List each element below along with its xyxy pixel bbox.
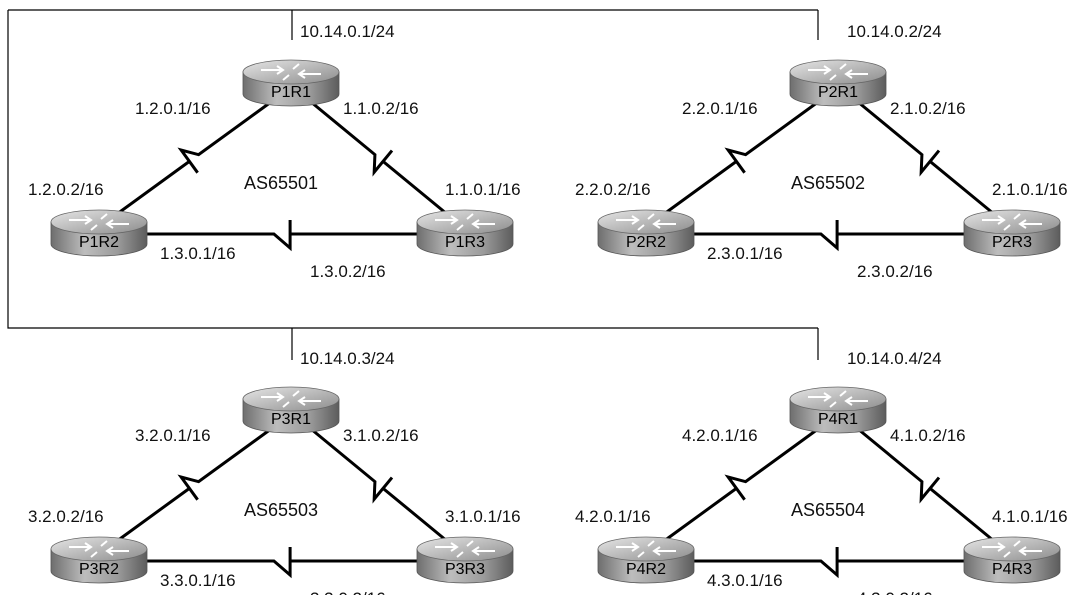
ip-label-r2-r1: 1.2.0.2/16 — [28, 180, 104, 199]
as-number-label: AS65504 — [791, 500, 865, 520]
router-arrows-icon — [435, 540, 495, 558]
router-arrows-icon — [261, 390, 321, 408]
serial-link-r1-r3 — [310, 427, 448, 543]
router-r1: P3R1 — [242, 386, 340, 434]
router-r3: P3R3 — [416, 536, 514, 584]
router-r2: P3R2 — [50, 536, 148, 584]
serial-link-r2-r3 — [694, 547, 964, 579]
router-top — [789, 386, 887, 412]
router-label: P1R1 — [271, 84, 311, 101]
router-top — [597, 536, 695, 562]
router-label: P4R1 — [818, 411, 858, 428]
ip-label-r2-r3: 2.3.0.1/16 — [707, 244, 783, 263]
router-arrows-icon — [982, 540, 1042, 558]
ethernet-ip-label: 10.14.0.3/24 — [300, 349, 395, 368]
as-number-label: AS65501 — [244, 173, 318, 193]
router-top — [789, 59, 887, 85]
router-r3: P2R3 — [963, 209, 1061, 257]
router-arrows-icon — [808, 63, 868, 81]
router-label: P2R3 — [992, 234, 1032, 251]
router-r3: P4R3 — [963, 536, 1061, 584]
router-top — [416, 536, 514, 562]
router-arrows-icon — [69, 540, 129, 558]
ethernet-segment — [7, 9, 819, 360]
ip-label-r1-r3: 1.1.0.2/16 — [343, 99, 419, 118]
ip-label-r3-r1: 3.1.0.1/16 — [445, 507, 521, 526]
router-r2: P2R2 — [597, 209, 695, 257]
ip-label-r2-r3: 1.3.0.1/16 — [160, 244, 236, 263]
router-r1: P2R1 — [789, 59, 887, 107]
router-label: P4R2 — [626, 561, 666, 578]
router-label: P3R3 — [445, 561, 485, 578]
router-top — [242, 386, 340, 412]
router-label: P3R2 — [79, 561, 119, 578]
router-arrows-icon — [69, 213, 129, 231]
router-top — [963, 536, 1061, 562]
as-number-label: AS65503 — [244, 500, 318, 520]
router-r1: P1R1 — [242, 59, 340, 107]
router-arrows-icon — [435, 213, 495, 231]
serial-link-r2-r3 — [147, 220, 417, 252]
router-top — [416, 209, 514, 235]
ip-label-r3-r2: 2.3.0.2/16 — [857, 262, 933, 281]
router-r2: P1R2 — [50, 209, 148, 257]
ip-label-r1-r2: 1.2.0.1/16 — [135, 99, 211, 118]
ip-label-r1-r2: 2.2.0.1/16 — [682, 99, 758, 118]
router-top — [50, 209, 148, 235]
serial-link-r1-r3 — [310, 100, 448, 216]
ip-label-r2-r1: 4.2.0.1/16 — [575, 507, 651, 526]
serial-link-r1-r2 — [116, 427, 272, 543]
router-top — [50, 536, 148, 562]
serial-link-r1-r2 — [663, 100, 819, 216]
ethernet-ip-label: 10.14.0.4/24 — [847, 349, 942, 368]
ip-label-r1-r2: 4.2.0.1/16 — [682, 426, 758, 445]
ip-label-r1-r3: 3.1.0.2/16 — [343, 426, 419, 445]
ip-label-r1-r3: 2.1.0.2/16 — [890, 99, 966, 118]
router-label: P1R3 — [445, 234, 485, 251]
ethernet-ip-label: 10.14.0.1/24 — [300, 22, 395, 41]
ip-label-r2-r3: 3.3.0.1/16 — [160, 571, 236, 590]
ethernet-ip-label: 10.14.0.2/24 — [847, 22, 942, 41]
router-top — [963, 209, 1061, 235]
as-number-label: AS65502 — [791, 173, 865, 193]
router-r1: P4R1 — [789, 386, 887, 434]
router-label: P2R2 — [626, 234, 666, 251]
ip-label-r2-r1: 3.2.0.2/16 — [28, 507, 104, 526]
ip-label-r3-r2: 3.3.0.2/16 — [310, 589, 386, 595]
router-r3: P1R3 — [416, 209, 514, 257]
router-arrows-icon — [261, 63, 321, 81]
router-label: P4R3 — [992, 561, 1032, 578]
router-top — [597, 209, 695, 235]
router-arrows-icon — [982, 213, 1042, 231]
ip-label-r2-r3: 4.3.0.1/16 — [707, 571, 783, 590]
ip-label-r3-r2: 1.3.0.2/16 — [310, 262, 386, 281]
ip-label-r3-r1: 2.1.0.1/16 — [992, 180, 1068, 199]
ip-label-r1-r3: 4.1.0.2/16 — [890, 426, 966, 445]
ip-label-r2-r1: 2.2.0.2/16 — [575, 180, 651, 199]
ip-label-r3-r2: 4.3.0.2/16 — [857, 589, 933, 595]
router-label: P1R2 — [79, 234, 119, 251]
ip-label-r3-r1: 4.1.0.1/16 — [992, 507, 1068, 526]
router-top — [242, 59, 340, 85]
ip-label-r3-r1: 1.1.0.1/16 — [445, 180, 521, 199]
router-r2: P4R2 — [597, 536, 695, 584]
serial-link-r2-r3 — [147, 547, 417, 579]
router-arrows-icon — [808, 390, 868, 408]
router-arrows-icon — [616, 213, 676, 231]
ip-label-r1-r2: 3.2.0.1/16 — [135, 426, 211, 445]
serial-link-r1-r2 — [116, 100, 272, 216]
router-arrows-icon — [616, 540, 676, 558]
router-label: P2R1 — [818, 84, 858, 101]
router-label: P3R1 — [271, 411, 311, 428]
serial-link-r1-r3 — [857, 427, 995, 543]
serial-link-r2-r3 — [694, 220, 964, 252]
serial-link-r1-r2 — [663, 427, 819, 543]
serial-link-r1-r3 — [857, 100, 995, 216]
